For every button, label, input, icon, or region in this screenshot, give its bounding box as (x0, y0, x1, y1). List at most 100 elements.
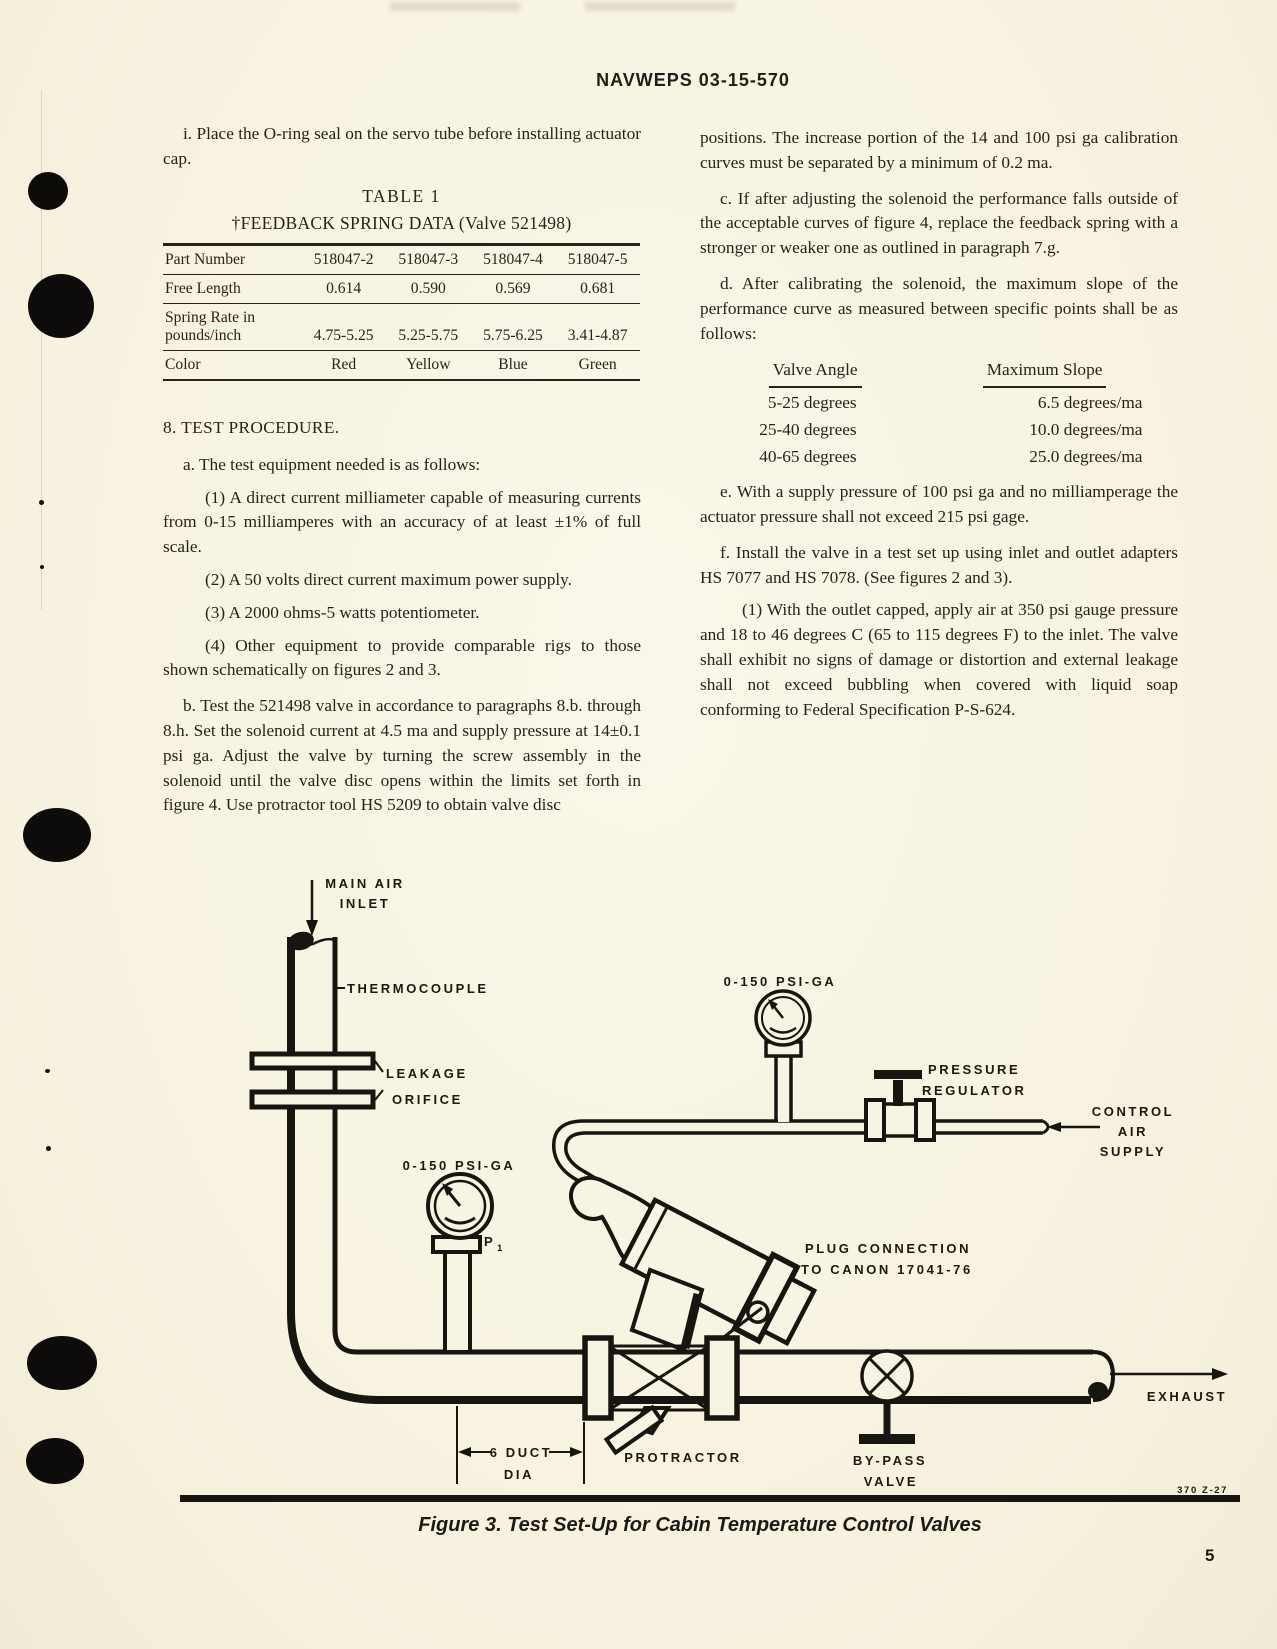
slope-row: 40-65 degrees 25.0 degrees/ma (710, 443, 1169, 470)
exhaust-arrowhead (1212, 1368, 1228, 1380)
scan-line-artifact (41, 90, 42, 610)
exhaust-label: EXHAUST (1147, 1389, 1227, 1404)
p1-label: P (484, 1234, 495, 1249)
solenoid-actuator (618, 1196, 818, 1347)
bypass-x-line (868, 1357, 906, 1395)
bypass-valve-label: VALVE (864, 1474, 918, 1489)
control-supply-arrowhead (1047, 1122, 1061, 1132)
max-slope: 6.5 degrees/ma (1037, 393, 1143, 413)
binding-hole (28, 274, 94, 338)
orifice-leader (374, 1060, 384, 1073)
cell: 0.569 (470, 274, 556, 304)
cell: 5.75-6.25 (470, 303, 556, 351)
binding-hole (27, 1336, 97, 1390)
table-1: TABLE 1 †FEEDBACK SPRING DATA (Valve 521… (163, 186, 640, 381)
main-air-inlet-label: INLET (340, 896, 391, 911)
actuator-body-line (632, 1205, 669, 1272)
gauge-range-label: 0-150 PSI-GA (724, 974, 837, 989)
page-header: NAVWEPS 03-15-570 (596, 70, 790, 90)
paragraph-f: f. Install the valve in a test set up us… (700, 542, 1178, 587)
cell: 0.681 (555, 274, 640, 304)
orifice-flange (249, 1051, 376, 1071)
max-slope: 25.0 degrees/ma (1029, 447, 1143, 467)
gauge-needle-tip (442, 1183, 453, 1196)
regulator-flange (864, 1098, 886, 1142)
main-air-inlet-label: MAIN AIR (325, 876, 405, 891)
ink-speck (39, 500, 44, 505)
regulator-body (882, 1102, 918, 1138)
paragraph-i: i. Place the O-ring seal on the servo tu… (163, 124, 641, 168)
cell: 4.75-5.25 (301, 303, 386, 351)
paragraph-e: e. With a supply pressure of 100 psi ga … (700, 482, 1178, 526)
table-row: Part Number 518047-2 518047-3 518047-4 5… (163, 245, 640, 275)
ink-speck (45, 1069, 50, 1073)
gauge-stem-fill (446, 1254, 468, 1350)
binding-hole (26, 1438, 84, 1484)
figure-3-schematic: MAIN AIR INLET THERMOCOUPLE LEAKAGE ORIF… (249, 876, 1228, 1496)
gauge-inner-ring (433, 1179, 487, 1233)
slope-row: 25-40 degrees 10.0 degrees/ma (710, 416, 1169, 443)
row-label-line2: pounds/inch (165, 327, 242, 344)
gauge-needle-tip (768, 999, 778, 1010)
ink-speck (40, 565, 44, 569)
actuator-end-block (760, 1275, 818, 1347)
plug-connection-label: PLUG CONNECTION (805, 1241, 971, 1256)
figure-caption: Figure 3. Test Set-Up for Cabin Temperat… (418, 1514, 982, 1536)
bypass-valve-label: BY-PASS (853, 1453, 927, 1468)
valve-angle: 25-40 degrees (759, 420, 857, 440)
row-label-line1: Spring Rate in (165, 309, 256, 326)
drawing-number: 370 Z-27 (1177, 1485, 1228, 1496)
control-air-line (552, 1119, 1043, 1199)
valve-x-line (611, 1346, 707, 1410)
dimension-arrowhead (458, 1447, 471, 1457)
cell: 518047-4 (483, 251, 543, 268)
slope-header-row: Valve Angle Maximum Slope (710, 358, 1169, 389)
regulator-flange (914, 1098, 936, 1142)
slope-col1-header: Valve Angle (710, 358, 921, 389)
paragraph-a3: (3) A 2000 ohms-5 watts potentiometer. (205, 602, 480, 622)
table-1-subtitle: †FEEDBACK SPRING DATA (Valve 521498) (231, 213, 572, 233)
cell: Yellow (385, 350, 471, 380)
slope-table: Valve Angle Maximum Slope 5-25 degrees 6… (710, 358, 1169, 470)
row-label: Free Length (163, 274, 302, 304)
cell: 3.41-4.87 (555, 303, 640, 351)
actuator-valve-connector (629, 1267, 705, 1353)
regulator-stem (893, 1080, 903, 1106)
table-1-title: TABLE 1 (362, 186, 441, 206)
scan-smudge (390, 2, 520, 11)
actuator-support-line (719, 1306, 763, 1342)
orifice-leader (374, 1089, 384, 1101)
cell: 5.25-5.75 (385, 303, 471, 351)
protractor-blade (603, 1404, 665, 1456)
plug-connection-label: TO CANON 17041-76 (801, 1262, 973, 1277)
right-column: positions. The increase portion of the 1… (700, 126, 1178, 722)
valve-flange-right (704, 1335, 740, 1421)
duct-dia-label: DIA (504, 1467, 534, 1482)
max-slope: 10.0 degrees/ma (1029, 420, 1143, 440)
main-duct-inner-wall (332, 937, 1093, 1355)
page-number: 5 (1205, 1546, 1215, 1565)
slope-col2-header: Maximum Slope (921, 358, 1169, 389)
paragraph-a1: (1) A direct current milliameter capable… (163, 487, 641, 557)
pressure-regulator-label: PRESSURE (928, 1062, 1020, 1077)
feedback-spring-table: Part Number 518047-2 518047-3 518047-4 5… (163, 243, 640, 381)
valve-flange-left (582, 1335, 614, 1421)
cell: 518047-3 (398, 251, 459, 268)
row-label: Color (163, 350, 302, 380)
binding-hole (23, 808, 91, 862)
gauge-dial-arc (769, 1026, 797, 1034)
orifice-flange (249, 1089, 376, 1110)
protractor-label: PROTRACTOR (624, 1450, 741, 1465)
thermocouple-label: THERMOCOUPLE (347, 981, 489, 996)
gauge-stem-fill (778, 1050, 790, 1122)
cell: 0.614 (301, 274, 386, 304)
paragraph-f1: (1) With the outlet capped, apply air at… (700, 600, 1178, 719)
duct-dia-label: 6 DUCT (490, 1445, 553, 1460)
control-air-line (564, 1131, 1043, 1190)
gauge-range-label: 0-150 PSI-GA (403, 1158, 516, 1173)
table-row: Free Length 0.614 0.590 0.569 0.681 (163, 274, 640, 304)
cell: 518047-2 (313, 251, 374, 268)
binding-hole (28, 172, 68, 210)
paragraph-continuation: positions. The increase portion of the 1… (700, 128, 1178, 172)
gauge-dial-arc (444, 1216, 476, 1225)
